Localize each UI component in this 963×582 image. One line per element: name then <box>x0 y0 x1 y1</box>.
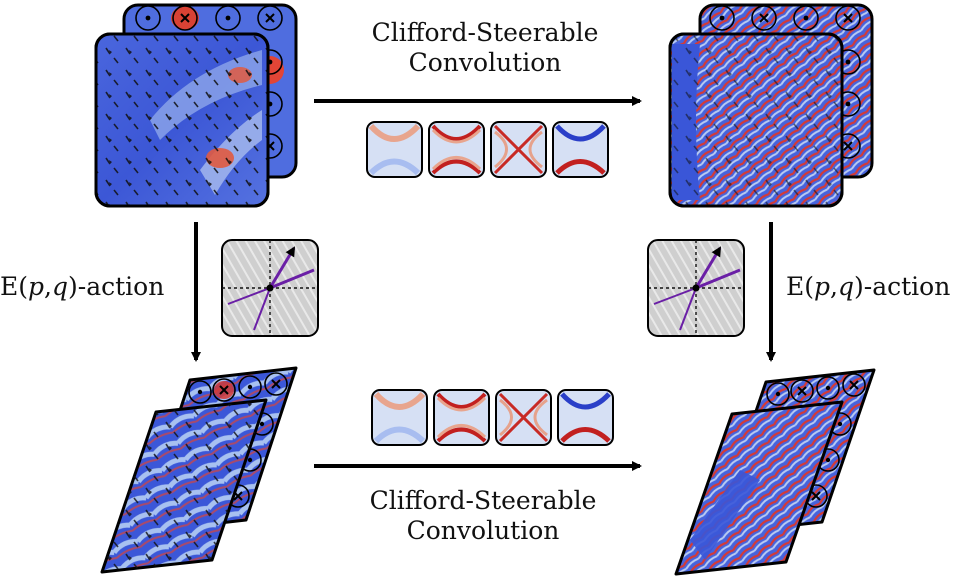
top-operation-label: Clifford-Steerable Convolution <box>340 18 630 78</box>
kernel-row-bottom <box>371 389 614 446</box>
input-field-stack-icon <box>94 3 298 208</box>
transformed-input-field-stack-icon <box>100 366 298 574</box>
action-prefix: E( <box>786 272 815 301</box>
kernel-row-top <box>366 121 609 178</box>
bottom-operation-line2: Convolution <box>406 516 560 545</box>
output-field-stack-icon <box>668 3 874 208</box>
transformed-output-front-panel <box>674 400 844 576</box>
kernel-thumbnail-icon <box>490 121 547 178</box>
action-var-p: p <box>814 272 831 301</box>
action-var-q: q <box>51 272 68 301</box>
action-var-q: q <box>837 272 854 301</box>
right-action-panel-icon <box>647 239 745 337</box>
bottom-operation-line1: Clifford-Steerable <box>369 486 597 515</box>
action-sep: , <box>830 272 838 301</box>
action-prefix: E( <box>0 272 29 301</box>
kernel-thumbnail-icon <box>366 121 423 178</box>
transformed-output-field-stack-icon <box>674 368 876 576</box>
kernel-thumbnail-icon <box>428 121 485 178</box>
kernel-thumbnail-icon <box>552 121 609 178</box>
kernel-thumbnail-icon <box>495 389 552 446</box>
kernel-thumbnail-icon <box>433 389 490 446</box>
action-sep: , <box>44 272 52 301</box>
input-vector-front-panel <box>94 32 270 208</box>
top-operation-line2: Convolution <box>408 48 562 77</box>
left-action-label: E(p,q)-action <box>0 272 185 302</box>
action-var-p: p <box>28 272 45 301</box>
action-suffix: )-action <box>68 272 165 301</box>
left-action-panel-icon <box>221 239 319 337</box>
right-action-label: E(p,q)-action <box>786 272 963 302</box>
kernel-thumbnail-icon <box>557 389 614 446</box>
action-suffix: )-action <box>854 272 951 301</box>
bottom-operation-label: Clifford-Steerable Convolution <box>338 486 628 546</box>
transformed-input-front-panel <box>100 398 268 574</box>
output-vector-front-panel <box>668 32 844 208</box>
top-operation-line1: Clifford-Steerable <box>371 18 599 47</box>
kernel-thumbnail-icon <box>371 389 428 446</box>
